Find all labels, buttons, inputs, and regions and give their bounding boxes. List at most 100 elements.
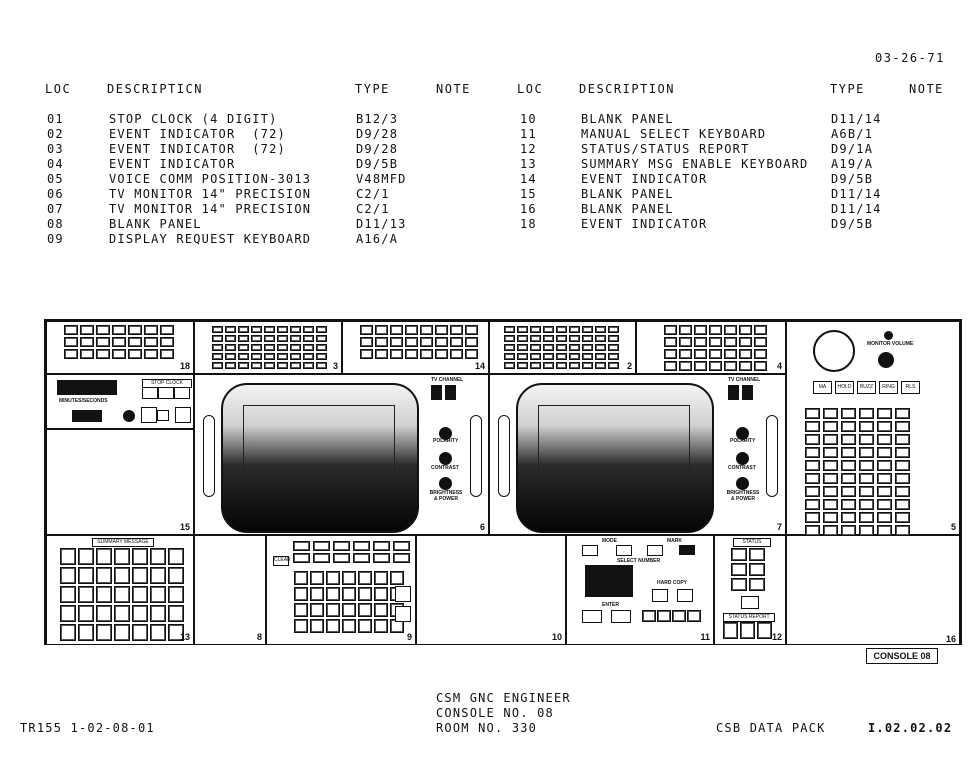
key[interactable] [144,349,158,359]
key[interactable] [731,563,747,576]
key[interactable] [128,325,142,335]
key[interactable] [293,541,310,551]
key[interactable] [895,512,910,523]
key[interactable] [264,326,275,333]
key[interactable] [569,362,580,369]
key[interactable] [374,619,388,633]
key[interactable] [608,335,619,342]
key[interactable] [895,499,910,510]
key[interactable] [212,326,223,333]
key[interactable] [96,325,110,335]
key[interactable] [723,622,738,639]
voice-button[interactable]: RLS [901,381,920,394]
key[interactable] [114,586,130,603]
key[interactable] [556,353,567,360]
key[interactable] [293,553,310,563]
key[interactable] [251,362,262,369]
key[interactable] [168,548,184,565]
key[interactable] [805,473,820,484]
key[interactable] [160,349,174,359]
key[interactable] [556,326,567,333]
key[interactable] [132,586,148,603]
key[interactable] [358,603,372,617]
key[interactable] [373,541,390,551]
key[interactable] [310,603,324,617]
key[interactable] [96,586,112,603]
key[interactable] [859,447,874,458]
key[interactable] [277,362,288,369]
key[interactable] [724,325,737,335]
key[interactable] [543,326,554,333]
key[interactable] [313,553,330,563]
key[interactable] [823,486,838,497]
key[interactable] [465,325,478,335]
key[interactable] [60,548,76,565]
key[interactable] [114,567,130,584]
key[interactable] [420,349,433,359]
key[interactable] [96,624,112,641]
key[interactable] [569,344,580,351]
key[interactable] [212,335,223,342]
key[interactable] [859,512,874,523]
key[interactable] [435,337,448,347]
key[interactable] [390,349,403,359]
key[interactable] [78,548,94,565]
key[interactable] [290,353,301,360]
key[interactable] [517,344,528,351]
key[interactable] [569,335,580,342]
key[interactable] [342,587,356,601]
key[interactable] [375,337,388,347]
clock-reset-button[interactable] [175,407,191,423]
channel-selector-icon[interactable] [431,385,442,400]
key[interactable] [664,349,677,359]
mode-button[interactable] [582,545,598,556]
key[interactable] [64,349,78,359]
key[interactable] [238,326,249,333]
key[interactable] [303,344,314,351]
key[interactable] [687,610,701,622]
key[interactable] [251,335,262,342]
key[interactable] [877,486,892,497]
key[interactable] [360,337,373,347]
key[interactable] [841,434,856,445]
key[interactable] [805,447,820,458]
enter-button[interactable] [582,610,602,623]
key[interactable] [390,337,403,347]
key[interactable] [841,473,856,484]
key[interactable] [556,362,567,369]
key[interactable] [225,344,236,351]
key[interactable] [739,337,752,347]
key[interactable] [358,619,372,633]
key[interactable] [823,473,838,484]
key[interactable] [679,361,692,371]
key[interactable] [290,344,301,351]
key[interactable] [132,567,148,584]
key[interactable] [374,603,388,617]
key[interactable] [823,408,838,419]
key[interactable] [859,473,874,484]
key[interactable] [530,335,541,342]
key[interactable] [754,325,767,335]
channel-selector-icon[interactable] [728,385,739,400]
key[interactable] [504,335,515,342]
key[interactable] [664,361,677,371]
mode-button[interactable] [616,545,632,556]
key[interactable] [749,563,765,576]
key[interactable] [277,326,288,333]
key[interactable] [841,408,856,419]
key[interactable] [114,605,130,622]
key[interactable] [326,571,340,585]
key[interactable] [310,619,324,633]
key[interactable] [543,362,554,369]
key[interactable] [390,325,403,335]
key[interactable] [657,610,671,622]
key[interactable] [112,337,126,347]
key[interactable] [375,325,388,335]
key[interactable] [316,353,327,360]
clock-down-button[interactable] [158,387,174,399]
key[interactable] [823,512,838,523]
key[interactable] [679,349,692,359]
key[interactable] [277,353,288,360]
key[interactable] [251,344,262,351]
key[interactable] [96,567,112,584]
